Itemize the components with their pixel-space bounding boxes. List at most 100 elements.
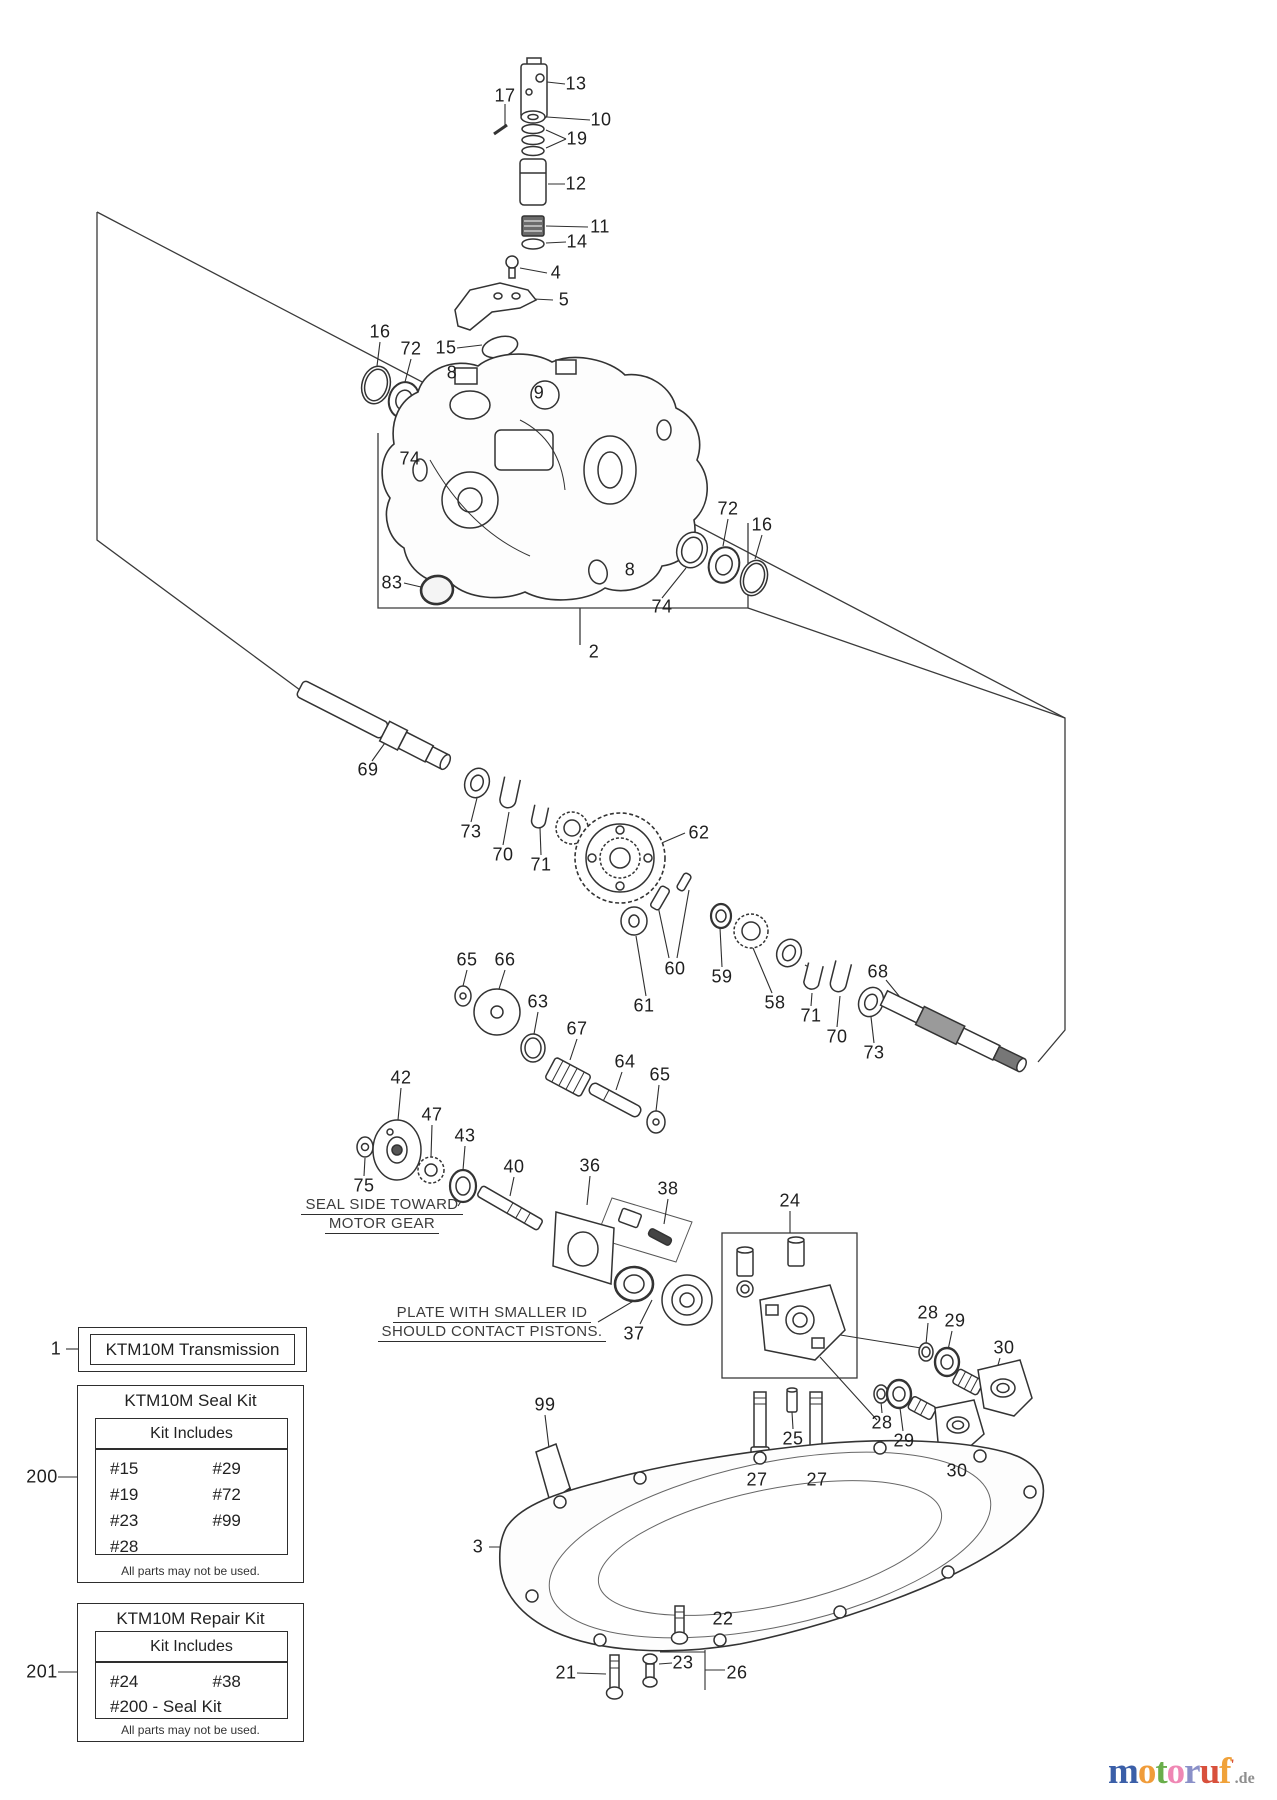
part-label-3-59: 3 [472, 1536, 484, 1557]
part-label-73-22: 73 [460, 821, 482, 842]
part-label-21-61: 21 [555, 1662, 577, 1683]
part-label-28-49: 28 [917, 1302, 939, 1323]
logo-letter: f [1219, 1751, 1231, 1792]
part-label-9-13: 9 [533, 382, 545, 403]
part-label-73-32: 73 [863, 1042, 885, 1063]
part-label-24-47: 24 [779, 1190, 801, 1211]
repair-kit-callout-box: KTM10M Repair Kit Kit Includes #24 #38 #… [77, 1603, 304, 1742]
seal-kit-header: Kit Includes [96, 1419, 287, 1450]
kit-item: #23 [110, 1511, 139, 1530]
part-label-29-53: 29 [893, 1430, 915, 1451]
kit-item: #72 [212, 1485, 241, 1504]
logo-mark: ' [1230, 1757, 1235, 1773]
part-label-71-30: 71 [800, 1005, 822, 1026]
part-label-16-20: 16 [751, 514, 773, 535]
part-label-65-39: 65 [649, 1064, 671, 1085]
part-label-72-19: 72 [717, 498, 739, 519]
part-label-59-28: 59 [711, 966, 733, 987]
part-label-22-60: 22 [712, 1608, 734, 1629]
transmission-title: KTM10M Transmission [90, 1334, 295, 1365]
seal-kit-callout-box: KTM10M Seal Kit Kit Includes #15 #19 #23… [77, 1385, 304, 1583]
part-label-71-24: 71 [530, 854, 552, 875]
seal-kit-footnote: All parts may not be used. [121, 1564, 260, 1578]
part-label-29-50: 29 [944, 1310, 966, 1331]
part-label-8-12: 8 [446, 362, 458, 383]
repair-kit-title: KTM10M Repair Kit [116, 1609, 265, 1628]
logo-letter: u [1199, 1751, 1221, 1792]
seal-kit-col-left: #15 #19 #23 #28 [110, 1456, 175, 1560]
seal-kit-table: Kit Includes #15 #19 #23 #28 #29 #72 #99 [95, 1418, 288, 1556]
part-label-74-17: 74 [651, 596, 673, 617]
kit-item: #19 [110, 1485, 139, 1504]
part-label-14-6: 14 [566, 231, 588, 252]
seal-kit-col-right: #29 #72 #99 [175, 1456, 278, 1560]
kit-item: #24 [110, 1672, 139, 1691]
part-label-19-3: 19 [566, 128, 588, 149]
part-label-2-18: 2 [588, 641, 600, 662]
part-label-28-52: 28 [871, 1412, 893, 1433]
part-label-25-55: 25 [782, 1428, 804, 1449]
transmission-callout-box: KTM10M Transmission [78, 1327, 307, 1372]
seal-side-note-line1: SEAL SIDE TOWARD [301, 1196, 463, 1215]
part-label-60-26: 60 [664, 958, 686, 979]
motoruf-logo: motoruf'.de [1108, 1750, 1255, 1793]
part-label-36-44: 36 [579, 1155, 601, 1176]
part-label-70-31: 70 [826, 1026, 848, 1047]
parts-art [296, 57, 1045, 1700]
part-label-40-43: 40 [503, 1156, 525, 1177]
part-label-83-15: 83 [381, 572, 403, 593]
kit-item-seal-kit-ref: #200 - Seal Kit [110, 1697, 222, 1716]
seal-side-note: SEAL SIDE TOWARD MOTOR GEAR [296, 1196, 468, 1234]
repair-kit-header: Kit Includes [96, 1632, 287, 1663]
logo-letter: r [1184, 1751, 1200, 1792]
part-label-38-45: 38 [657, 1178, 679, 1199]
part-label-47-41: 47 [421, 1104, 443, 1125]
part-label-16-9: 16 [369, 321, 391, 342]
plate-note-line1: PLATE WITH SMALLER ID [392, 1304, 592, 1323]
part-label-64-38: 64 [614, 1051, 636, 1072]
part-label-37-48: 37 [623, 1323, 645, 1344]
part-label-74-14: 74 [399, 448, 421, 469]
part-label-43-42: 43 [454, 1125, 476, 1146]
plate-note: PLATE WITH SMALLER ID SHOULD CONTACT PIS… [372, 1304, 612, 1342]
kit-item: #38 [212, 1672, 241, 1691]
part-label-30-51: 30 [993, 1337, 1015, 1358]
seal-kit-title: KTM10M Seal Kit [124, 1391, 257, 1410]
logo-letter: m [1108, 1751, 1139, 1792]
part-label-8-16: 8 [624, 559, 636, 580]
part-label-63-36: 63 [527, 991, 549, 1012]
part-label-11-5: 11 [590, 216, 610, 237]
repair-kit-table: Kit Includes #24 #38 #200 - Seal Kit [95, 1631, 288, 1719]
part-label-4-7: 4 [550, 262, 562, 283]
part-label-201-66: 201 [26, 1661, 58, 1682]
part-label-58-29: 58 [764, 992, 786, 1013]
part-label-67-37: 67 [566, 1018, 588, 1039]
repair-kit-col-left: #24 [110, 1669, 175, 1695]
part-label-30-54: 30 [946, 1460, 968, 1481]
part-label-26-63: 26 [726, 1662, 748, 1683]
part-label-61-27: 61 [633, 995, 655, 1016]
part-label-68-33: 68 [867, 961, 889, 982]
kit-item: #99 [212, 1511, 241, 1530]
part-label-15-11: 15 [435, 337, 457, 358]
part-label-42-40: 42 [390, 1067, 412, 1088]
logo-letter: t [1155, 1751, 1167, 1792]
part-label-75-46: 75 [353, 1175, 375, 1196]
plate-note-line2: SHOULD CONTACT PISTONS. [377, 1323, 607, 1342]
part-label-17-1: 17 [494, 85, 516, 106]
logo-letter: o [1166, 1751, 1185, 1792]
logo-suffix: .de [1234, 1770, 1255, 1787]
part-label-200-65: 200 [26, 1466, 58, 1487]
kit-item: #28 [110, 1537, 139, 1556]
part-label-1-64: 1 [50, 1338, 62, 1359]
part-label-62-25: 62 [688, 822, 710, 843]
part-label-27-56: 27 [746, 1469, 768, 1490]
part-label-70-23: 70 [492, 844, 514, 865]
kit-item: #29 [212, 1459, 241, 1478]
part-label-13-0: 13 [565, 73, 587, 94]
leader-lines [58, 81, 1001, 1690]
part-label-99-58: 99 [534, 1394, 556, 1415]
part-label-65-34: 65 [456, 949, 478, 970]
